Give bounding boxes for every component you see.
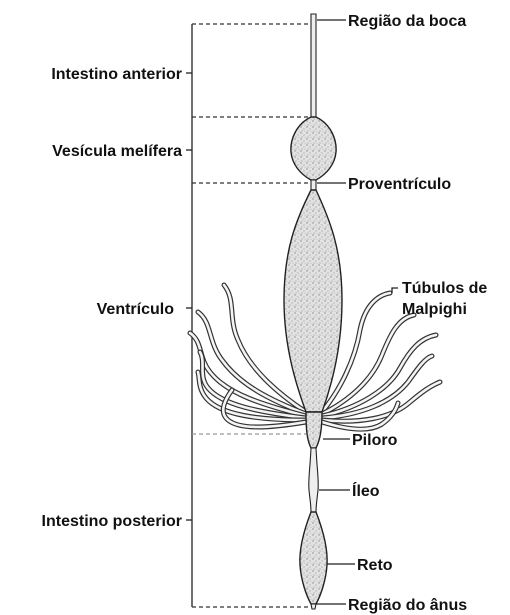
ileum: [309, 448, 319, 512]
label-proventriculo: Proventrículo: [348, 176, 451, 193]
region-bracket: [186, 24, 192, 607]
malpighi-leader: [392, 288, 398, 293]
honey-sac: [291, 117, 336, 180]
proventriculus: [311, 180, 316, 190]
anus-tip: [311, 604, 316, 609]
digestive-tract: [284, 14, 342, 609]
pylorus: [306, 412, 322, 448]
label-malpighi: Malpighi: [402, 301, 467, 318]
label-piloro: Piloro: [352, 432, 398, 449]
label-ventriculo: Ventrículo: [97, 301, 175, 318]
label-ileo: Íleo: [352, 481, 380, 500]
rectum: [300, 512, 327, 604]
ventriculus: [284, 190, 342, 412]
label-intestino-posterior: Intestino posterior: [42, 513, 182, 530]
label-regiao-do-anus: Região do ânus: [348, 597, 467, 614]
label-tubulos-de: Túbulos de: [402, 280, 487, 297]
label-vesicula-melifera: Vesícula melífera: [52, 143, 182, 160]
label-reto: Reto: [357, 557, 393, 574]
esophagus: [311, 14, 316, 117]
label-intestino-anterior: Intestino anterior: [51, 66, 182, 83]
label-regiao-da-boca: Região da boca: [348, 13, 466, 30]
